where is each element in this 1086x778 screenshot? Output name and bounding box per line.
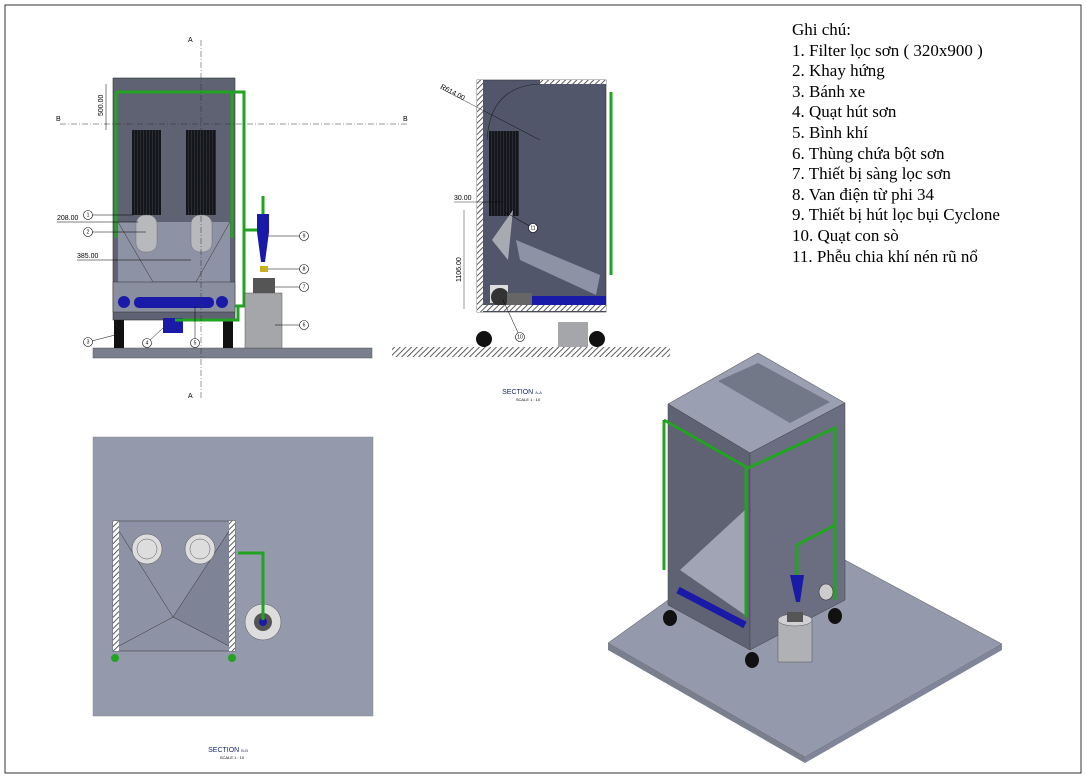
top-view: SECTION B-B SCALE 1 : 10: [92, 436, 374, 760]
air-tank: [134, 297, 214, 308]
callout-number: 5: [194, 341, 197, 347]
dim-radius: R614.00: [439, 84, 466, 103]
callout-balloon: 10: [502, 299, 525, 342]
legend-item: 10. Quạt con sò: [792, 225, 899, 245]
dim-height: 1106.00: [456, 257, 463, 282]
callout-balloon: 11: [504, 211, 538, 233]
section-mark-b-right: B: [403, 116, 408, 123]
callout-number: 1: [87, 213, 90, 219]
sheet-border: [4, 4, 1082, 774]
callout-balloon: 8: [268, 264, 309, 274]
dim-height-top: 500.00: [98, 94, 105, 116]
callout-balloon: 6: [275, 320, 309, 330]
legend-item: 4. Quạt hút sơn: [792, 102, 897, 122]
callout-number: 10: [517, 335, 523, 341]
section-aa-scale: SCALE 1 : 10: [516, 397, 541, 402]
section-bb-scale: SCALE 1 : 10: [220, 755, 245, 760]
section-aa-id: A-A: [535, 390, 542, 395]
callout-number: 8: [303, 267, 306, 273]
cyclone: [257, 214, 269, 262]
legend-item: 8. Van điện từ phi 34: [792, 184, 935, 204]
section-mark-a-bottom: A: [188, 393, 193, 400]
callout-balloon: 5: [190, 306, 200, 348]
dim-spacing: 385.00: [77, 253, 99, 260]
dim-filter-offset: 208.00: [57, 215, 79, 222]
legend-item: 11. Phễu chia khí nén rũ nổ: [792, 246, 978, 266]
callout-number: 11: [530, 226, 535, 232]
callout-number: 7: [303, 285, 306, 291]
callout-balloon: 9: [268, 231, 309, 241]
legend-item: 1. Filter lọc sơn ( 320x900 ): [792, 40, 983, 60]
callout-balloon: 4: [142, 327, 164, 348]
section-bb-id: B-B: [241, 748, 248, 753]
legend-title: Ghi chú:: [792, 20, 852, 39]
legend-item: 9. Thiết bị hút lọc bụi Cyclone: [792, 205, 1000, 225]
section-mark-a-top: A: [188, 37, 193, 44]
callout-number: 2: [87, 230, 90, 236]
legend-item: 5. Bình khí: [792, 122, 869, 142]
section-aa-title: SECTION: [502, 389, 533, 396]
svg-text:SECTION A-A: SECTION A-A: [502, 389, 542, 396]
callout-number: 9: [303, 234, 306, 240]
callout-number: 3: [87, 340, 90, 346]
section-mark-b-left: B: [56, 116, 61, 123]
side-view: R614.00 30.00 1106.00 10 11 SECTION A-A S…: [392, 79, 670, 402]
legend-item: 7. Thiết bị sàng lọc sơn: [792, 164, 951, 184]
legend-item: 3. Bánh xe: [792, 81, 866, 101]
svg-text:SECTION B-B: SECTION B-B: [208, 747, 248, 754]
legend-item: 6. Thùng chứa bột sơn: [792, 143, 945, 163]
callout-number: 6: [303, 323, 306, 329]
powder-bin: [244, 292, 283, 349]
callout-number: 4: [146, 341, 149, 347]
filter-1-left: [132, 130, 161, 215]
legend-item: 2. Khay hứng: [792, 61, 885, 81]
callout-balloon: 1: [83, 210, 133, 220]
fan-motor: [163, 318, 183, 333]
section-bb-title: SECTION: [208, 747, 239, 754]
callout-balloon: 2: [83, 227, 146, 237]
dim-gap: 30.00: [454, 195, 472, 202]
legend: Ghi chú: 1. Filter lọc sơn ( 320x900 )2.…: [792, 20, 1000, 267]
callout-balloon: 7: [275, 282, 309, 292]
callout-balloon: 3: [83, 334, 116, 347]
isometric-view: [607, 352, 1003, 763]
front-view: A A B B 500.00 208.00 385.00 1 2 3 4 5 6 7 8 9: [56, 37, 408, 400]
